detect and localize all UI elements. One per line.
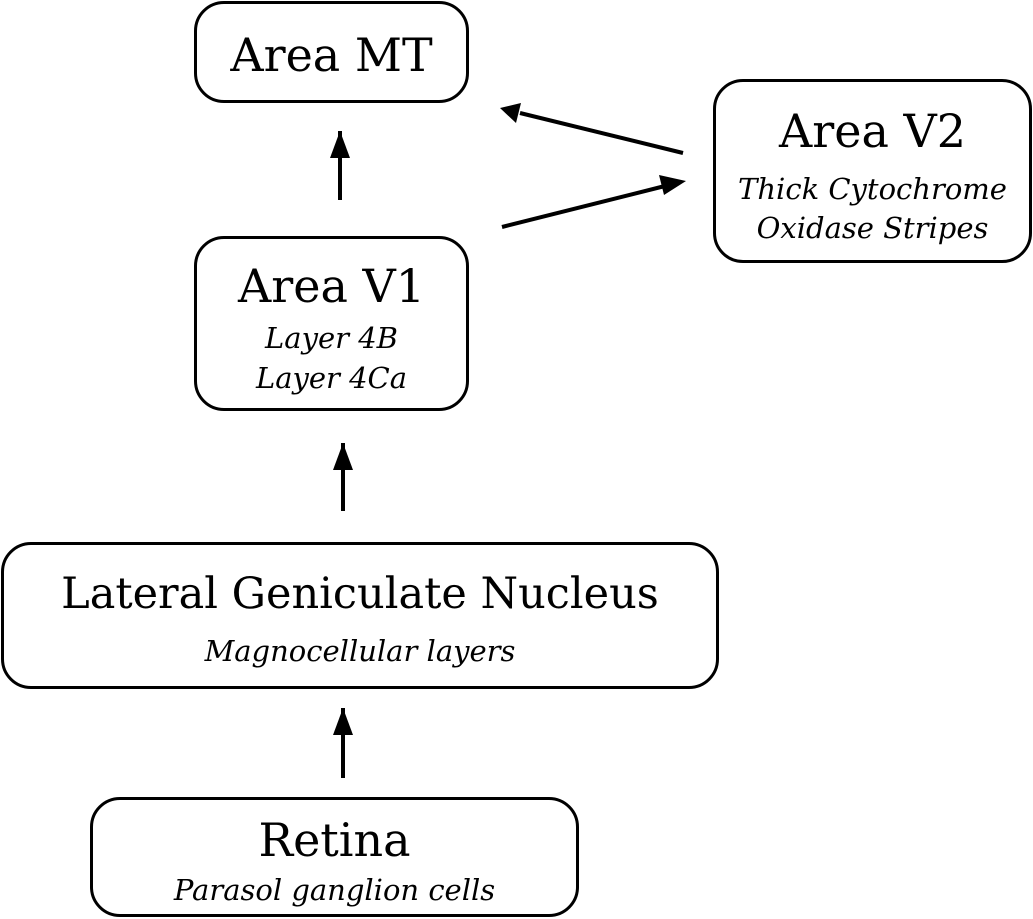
node-area-v1-subtitle-1: Layer 4B <box>265 321 398 355</box>
arrowhead-v2-to-mt <box>500 103 521 123</box>
node-area-v1-title: Area V1 <box>238 259 425 313</box>
node-retina-subtitle: Parasol ganglion cells <box>173 873 496 907</box>
node-area-v2-title: Area V2 <box>779 104 966 158</box>
node-lgn-subtitle: Magnocellular layers <box>204 634 516 668</box>
node-retina-title: Retina <box>258 813 411 867</box>
node-area-v1-subtitle-2: Layer 4Ca <box>255 361 408 395</box>
node-area-mt: Area MT <box>194 1 469 103</box>
node-area-mt-title: Area MT <box>230 28 433 82</box>
arrowhead-lgn-to-v1 <box>333 443 353 470</box>
node-area-v2-subtitle-1: Thick Cytochrome <box>738 172 1007 206</box>
arrow-v1-to-v2 <box>501 184 666 229</box>
arrowhead-v1-to-mt <box>330 131 350 158</box>
node-area-v2-subtitle-2: Oxidase Stripes <box>756 211 989 245</box>
node-retina: Retina Parasol ganglion cells <box>90 797 579 917</box>
arrow-v2-to-mt <box>519 111 684 155</box>
node-lgn-title: Lateral Geniculate Nucleus <box>61 569 659 619</box>
node-lgn: Lateral Geniculate Nucleus Magnocellular… <box>1 542 719 689</box>
arrowhead-v1-to-v2 <box>659 175 686 195</box>
arrowhead-retina-to-lgn <box>333 708 353 735</box>
node-area-v1: Area V1 Layer 4B Layer 4Ca <box>194 236 469 411</box>
node-area-v2: Area V2 Thick Cytochrome Oxidase Stripes <box>713 79 1032 263</box>
